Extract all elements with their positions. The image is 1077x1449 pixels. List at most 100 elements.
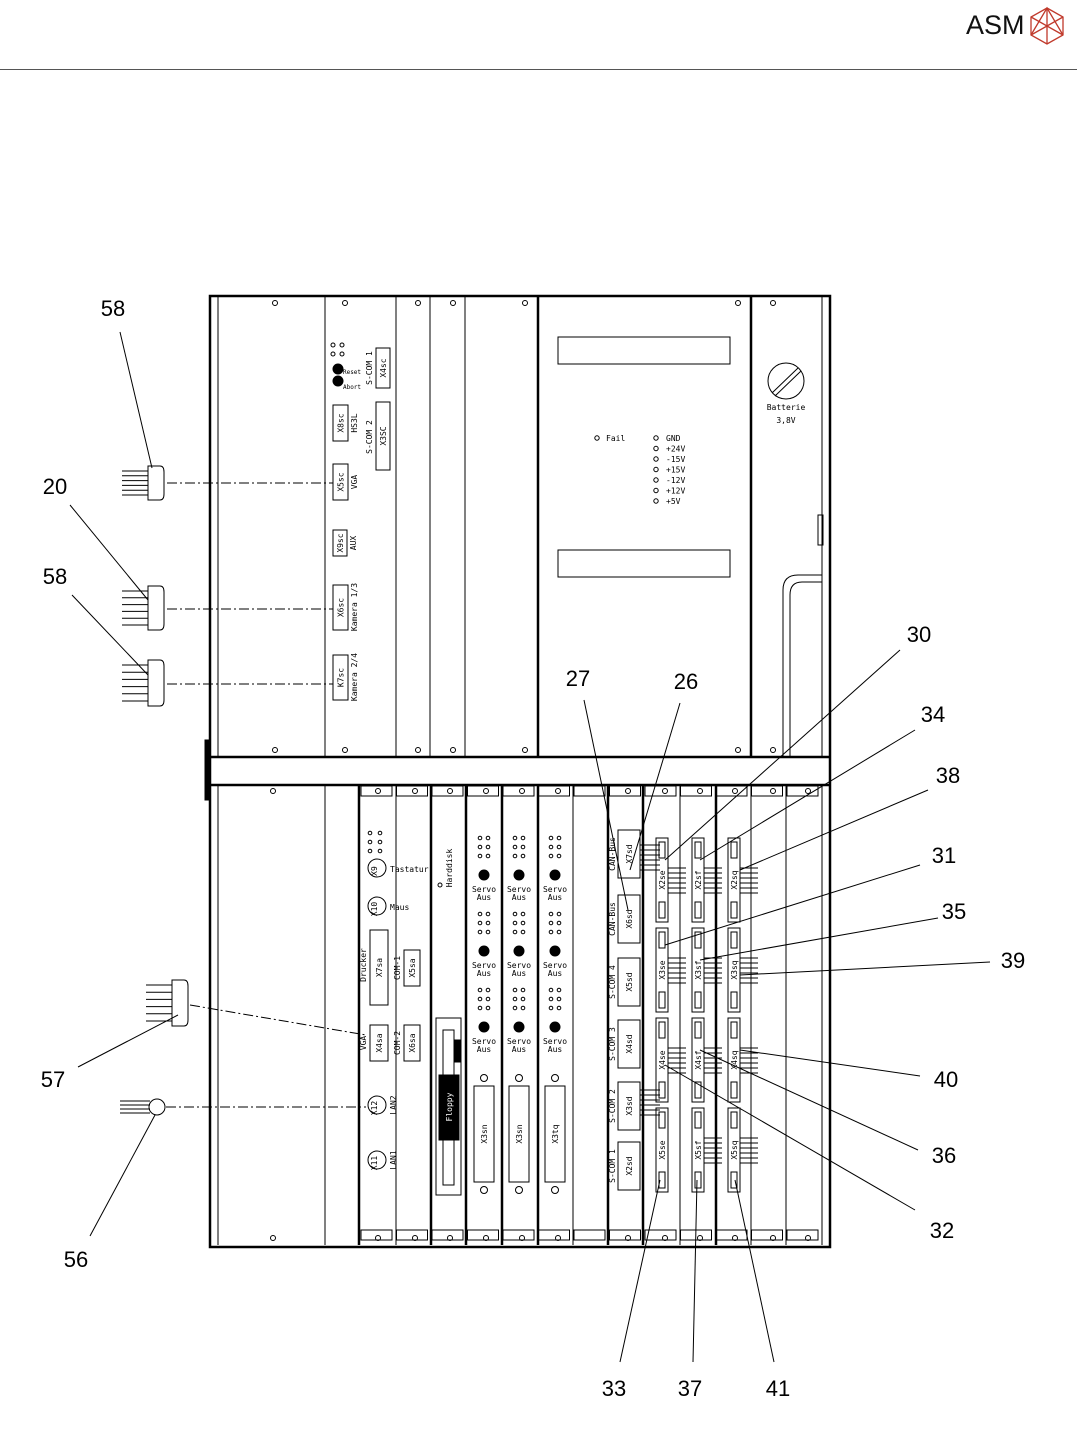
- board-latch: [658, 991, 666, 1009]
- callout-leader: [699, 917, 939, 961]
- bus-port-name: S-COM 2: [608, 1089, 617, 1123]
- servo-switch-icon: [513, 869, 525, 881]
- board-latch: [730, 1081, 738, 1099]
- slot-board: [727, 1107, 741, 1193]
- servo-switch-icon: [478, 1021, 490, 1033]
- slot-board: [691, 1107, 705, 1193]
- battery-label: Batterie: [767, 403, 806, 412]
- x6sa-connector-label: X6sa: [408, 1033, 417, 1052]
- bus-port-name: CAN-Bus: [608, 902, 617, 936]
- x12-label: X12: [370, 1101, 379, 1116]
- board-latch: [730, 901, 738, 919]
- hs3l-label: HS3L: [350, 413, 359, 432]
- screw-icon: [551, 1074, 559, 1082]
- callout-leader: [739, 961, 991, 976]
- psu-window: [557, 336, 731, 365]
- rack-frame: [208, 294, 832, 1249]
- led-icon: [485, 920, 491, 926]
- led-icon: [485, 987, 491, 993]
- board-latch: [730, 1171, 738, 1189]
- asm-hexagon-logo-icon: [1030, 6, 1064, 45]
- callout-label: 31: [932, 843, 956, 868]
- reset-label: Reset: [343, 369, 361, 376]
- led-icon: [512, 996, 518, 1002]
- screw-icon: [770, 300, 776, 306]
- bus-connector-label: X7sd: [625, 844, 634, 863]
- led-icon: [477, 1005, 483, 1011]
- callout-label: 41: [766, 1376, 790, 1401]
- slot-latch: [396, 785, 428, 797]
- bus-port-name: S-COM 4: [608, 965, 617, 999]
- led-icon: [548, 987, 554, 993]
- floppy-label: Floppy: [445, 1092, 454, 1121]
- camera-plug-icon: [147, 659, 165, 707]
- board-latch: [694, 1081, 702, 1099]
- x12-port: [367, 1095, 387, 1115]
- led-icon: [339, 351, 345, 357]
- bus-port-4: [617, 1081, 641, 1131]
- led-icon: [520, 987, 526, 993]
- callout-leader: [734, 1179, 775, 1363]
- screw-icon: [770, 788, 776, 794]
- board-latch: [658, 901, 666, 919]
- callout-label: 32: [930, 1218, 954, 1243]
- slot-board-label: X5se: [658, 1140, 667, 1159]
- x5sa-connector: [403, 949, 421, 987]
- callout-label: 27: [566, 666, 590, 691]
- servo-aus-label: Aus: [512, 969, 527, 978]
- voltage-label: +15V: [666, 466, 685, 475]
- servo-aus-label: Aus: [548, 893, 563, 902]
- cpu-vga-label: VGA: [359, 1036, 368, 1051]
- screw-icon: [480, 1074, 488, 1082]
- callout-leader: [699, 729, 916, 861]
- slot-latch: [573, 785, 606, 797]
- bus-connector-label: X6sd: [625, 909, 634, 928]
- bus-port-name: S-COM 1: [608, 1149, 617, 1183]
- bus-connector-label: X5sd: [625, 972, 634, 991]
- slot-latch: [502, 1229, 535, 1241]
- board-latch: [658, 1111, 666, 1129]
- board-latch: [658, 1021, 666, 1039]
- slot-board-label: X3se: [658, 960, 667, 979]
- voltage-led-icon: [653, 498, 659, 504]
- callout-label: 38: [936, 763, 960, 788]
- servo-aus-label: Aus: [512, 893, 527, 902]
- voltage-label: -15V: [666, 455, 685, 464]
- led-icon: [556, 853, 562, 859]
- slot-latch: [396, 1229, 428, 1241]
- slot-board-label: X3sq: [730, 960, 739, 979]
- callout-label: 57: [41, 1067, 65, 1092]
- slot-latch: [644, 785, 677, 797]
- floppy-bay: [435, 1017, 462, 1196]
- voltage-led-icon: [653, 435, 659, 441]
- slot-latch: [786, 1229, 819, 1241]
- servo-label: Servo: [543, 961, 567, 970]
- harddisk-label: Harddisk: [445, 849, 454, 888]
- tastatur-label: Tastatur: [390, 865, 429, 874]
- callout-label: 58: [101, 296, 125, 321]
- slot-board-label: X2sq: [730, 870, 739, 889]
- led-icon: [377, 848, 383, 854]
- screw-icon: [522, 300, 528, 306]
- slot-board-label: X2sf: [694, 870, 703, 889]
- battery-cable: [782, 574, 822, 757]
- led-icon: [556, 844, 562, 850]
- screw-icon: [375, 788, 381, 794]
- slot-board-label: X3sf: [694, 960, 703, 979]
- slot-latch: [609, 1229, 641, 1241]
- x11-label: X11: [370, 1156, 379, 1171]
- led-icon: [520, 1005, 526, 1011]
- led-icon: [556, 929, 562, 935]
- s-com1-label: S-COM 1: [365, 351, 374, 385]
- harddisk-led-icon: [437, 882, 443, 888]
- x3sc-connector-label: X3SC: [379, 426, 388, 445]
- led-icon: [512, 1005, 518, 1011]
- callout-label: 20: [43, 474, 67, 499]
- slot-board: [655, 1107, 669, 1193]
- servo-label: Servo: [543, 885, 567, 894]
- led-icon: [548, 853, 554, 859]
- servo-switch-icon: [549, 945, 561, 957]
- lan1-label: LAN1: [389, 1150, 398, 1169]
- led-icon: [556, 835, 562, 841]
